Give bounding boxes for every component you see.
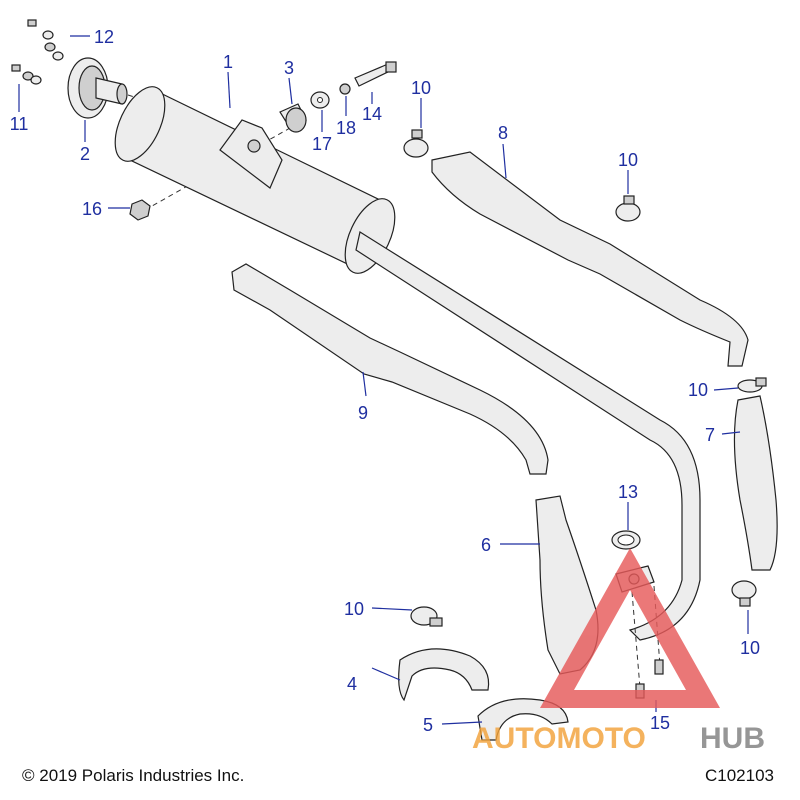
callout-9: 9 [358,403,368,423]
callout-14: 14 [362,104,382,124]
clamp-part-10-e [731,580,757,607]
callout-13: 13 [618,482,638,502]
diagram-code: C102103 [704,766,774,785]
callout-1: 1 [223,52,233,72]
callout-7: 7 [705,425,715,445]
callout-4: 4 [347,674,357,694]
callout-15: 15 [650,713,670,733]
nut-part-16 [129,199,151,221]
muffler-part-1 [114,86,701,641]
callout-10-c: 10 [688,380,708,400]
callout-3: 3 [284,58,294,78]
mount-hardware-3-14-17-18 [279,61,397,133]
copyright-notice: © 2019 Polaris Industries Inc. [22,766,245,785]
clamp-part-10-d [410,606,443,627]
clamp-part-10-a [403,129,429,158]
callout-10-d: 10 [344,599,364,619]
end-cap-part-2 [67,57,128,119]
heat-shield-part-5 [477,698,569,741]
callout-10-b: 10 [618,150,638,170]
gasket-part-13 [611,530,641,550]
heat-shield-part-8 [431,151,749,367]
callout-10-e: 10 [740,638,760,658]
callout-17: 17 [312,134,332,154]
watermark-logo: AUTOMOTO HUB [472,548,765,755]
watermark-brand-a: AUTOMOTO [472,722,646,755]
heat-shield-part-7 [733,395,778,571]
callout-10-a: 10 [411,78,431,98]
callout-11: 11 [10,114,29,134]
heat-shield-part-4 [398,648,490,702]
callout-2: 2 [80,144,90,164]
callout-8: 8 [498,123,508,143]
callout-12: 12 [94,27,114,47]
bolt-washer-set-11-12 [11,19,64,85]
clamp-part-10-c [737,377,767,393]
leader-lines [18,35,749,725]
callout-18: 18 [336,118,356,138]
heat-shield-part-9 [231,263,549,475]
watermark-brand-b: HUB [700,722,765,755]
callout-16: 16 [82,199,102,219]
clamp-part-10-b [615,195,641,222]
callout-6: 6 [481,535,491,555]
callout-5: 5 [423,715,433,735]
